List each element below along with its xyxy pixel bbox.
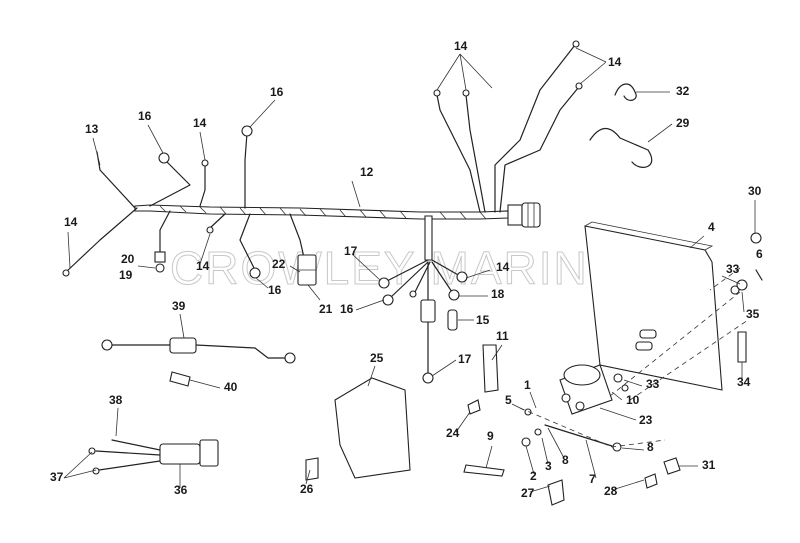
callout-11: 11 [496, 329, 509, 343]
callout-37: 37 [50, 470, 64, 484]
callout-40: 40 [224, 380, 238, 394]
callout-16: 16 [138, 109, 152, 123]
callout-6: 6 [756, 247, 763, 261]
callout-14: 14 [196, 259, 210, 273]
callout-30: 30 [748, 184, 762, 198]
spring-clip [589, 127, 653, 168]
callout-3: 3 [545, 459, 552, 473]
callout-9: 9 [487, 429, 494, 443]
callout-12: 12 [360, 165, 374, 179]
fuse-holder-harness [101, 337, 296, 387]
starter-solenoid [559, 364, 613, 415]
upper-wire-branches [433, 40, 583, 213]
mounting-plate [584, 221, 723, 391]
callout-38: 38 [109, 393, 123, 407]
callout-29: 29 [676, 116, 690, 130]
callout-33: 33 [646, 377, 660, 391]
callout-14: 14 [454, 39, 468, 53]
callout-27: 27 [521, 486, 535, 500]
callout-22: 22 [272, 257, 286, 271]
callout-24: 24 [446, 426, 460, 440]
mounting-bracket [334, 377, 411, 479]
callout-19: 19 [119, 268, 133, 282]
callout-26: 26 [300, 482, 314, 496]
callout-5: 5 [505, 393, 512, 407]
callout-32: 32 [676, 84, 690, 98]
callout-17: 17 [344, 244, 358, 258]
callout-28: 28 [604, 484, 618, 498]
callout-8: 8 [647, 440, 654, 454]
callout-8: 8 [562, 453, 569, 467]
callout-15: 15 [476, 313, 490, 327]
callout-34: 34 [737, 375, 751, 389]
callout-16: 16 [340, 302, 354, 316]
callout-16: 16 [270, 85, 284, 99]
callout-14: 14 [193, 116, 207, 130]
callout-14: 14 [496, 260, 510, 274]
callout-39: 39 [172, 299, 186, 313]
callout-17: 17 [458, 352, 472, 366]
callout-35: 35 [746, 307, 760, 321]
callout-14: 14 [608, 55, 622, 69]
assembly-guide-lines [519, 267, 749, 448]
retaining-clip [614, 83, 637, 101]
callout-13: 13 [85, 122, 99, 136]
callout-31: 31 [702, 458, 716, 472]
callout-36: 36 [174, 483, 188, 497]
center-wire-branches [378, 215, 468, 384]
callout-18: 18 [491, 287, 505, 301]
callout-23: 23 [639, 413, 653, 427]
main-wiring-harness [134, 202, 541, 228]
callout-33: 33 [726, 262, 740, 276]
callout-7: 7 [589, 472, 596, 486]
callout-1: 1 [524, 378, 531, 392]
callout-14: 14 [64, 215, 78, 229]
watermark-text: CROWLEY MARINE [170, 242, 621, 294]
callout-21: 21 [319, 302, 333, 316]
callout-2: 2 [530, 469, 537, 483]
callout-leaders [63, 47, 756, 493]
callout-16: 16 [268, 283, 282, 297]
callout-20: 20 [121, 252, 135, 266]
callout-25: 25 [370, 351, 384, 365]
connector-pigtail [88, 439, 219, 475]
callout-4: 4 [708, 220, 715, 234]
callout-10: 10 [626, 393, 640, 407]
